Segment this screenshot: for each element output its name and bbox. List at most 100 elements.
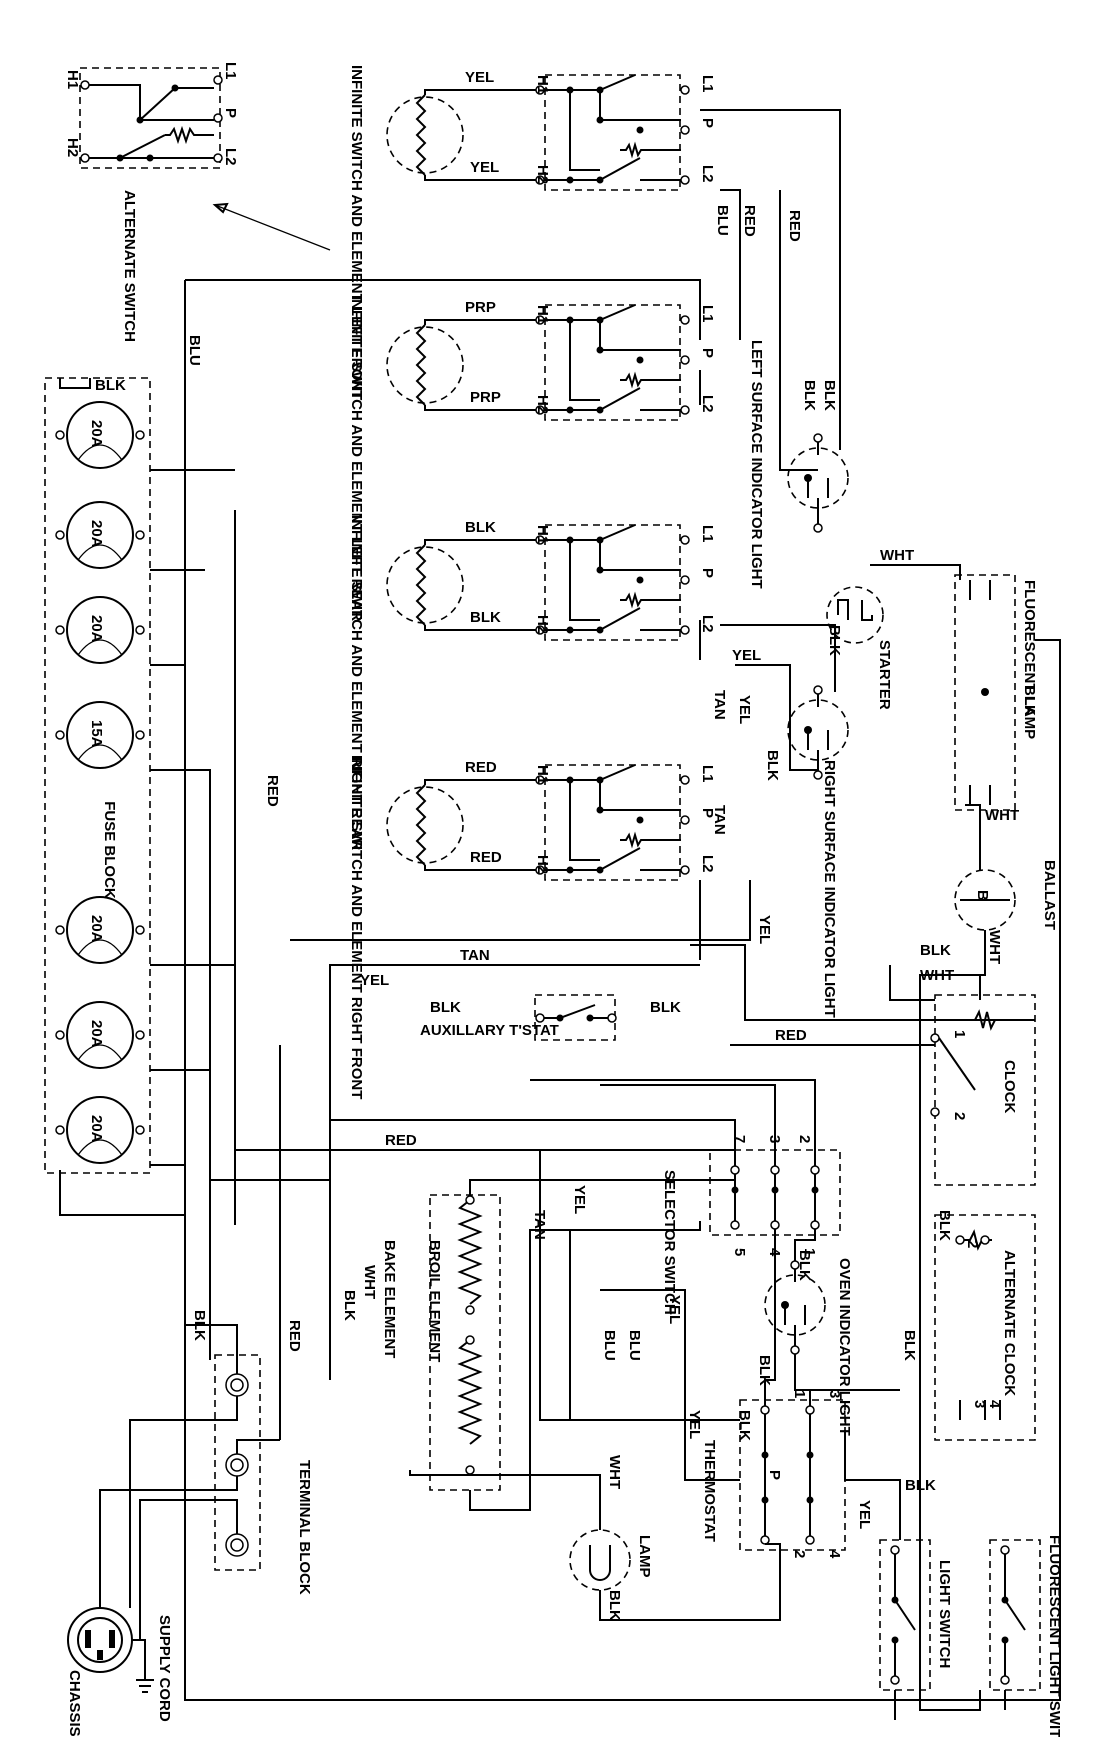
switch-wire-label: RED [465,759,497,776]
clock-t2: 2 [951,1112,968,1120]
right-indicator-title: RIGHT SURFACE INDICATOR LIGHT [821,760,838,1018]
switch-wire-label: YEL [465,69,494,86]
wire-label-tan-2: TAN [711,805,728,835]
fluorescent-lamp-assembly: STARTER FLUORESCENT LAMP B BALLAST [826,574,1058,931]
alternate-switch-title: ALTERNATE SWITCH [121,190,138,342]
wire-label-tan-3: TAN [460,947,490,964]
wire-label-blu-1: BLU [186,335,203,366]
fluorescent-lamp-label: FLUORESCENT LAMP [1021,580,1038,739]
wire-label-blk-5: BLK [1021,685,1038,716]
wire-label-red-3: RED [775,1027,807,1044]
alt-l1: L1 [222,62,239,80]
switch-wire-label: YEL [470,159,499,176]
wire-label-wht-1: WHT [880,547,914,564]
wire-label-blk-4: BLK [826,625,843,656]
wire-label-blk-14: BLK [901,1330,918,1361]
fluorescent-light-switch: FLUORESCENT LIGHT SWITCH [989,1535,1063,1737]
wire-label-yel-2: YEL [736,695,753,724]
tstat-t4: 4 [826,1550,843,1559]
wire-label-wht-3: WHT [986,930,1003,964]
wire-label-wht-5: WHT [361,1265,378,1299]
left-surface-indicator-light: LEFT SURFACE INDICATOR LIGHT [748,340,849,589]
bake-element-label: BAKE ELEMENT [381,1240,398,1358]
fuse-7: 20A [55,1096,145,1164]
switch-title: INFINITE SWITCH AND ELEMENT LEFT FRONT [348,65,365,400]
wire-label-tan-1: TAN [711,690,728,720]
switch-terminal-l1: L1 [699,305,716,323]
wire-label-blk-15: BLK [936,1210,953,1241]
wire-label-red-1: RED [741,205,758,237]
wire-label-blk-10: BLK [341,1290,358,1321]
switch-title: INFINITE SWITCH AND ELEMENT RIGHT FRONT [348,755,365,1099]
aux-tstat-label: AUXILLARY T'STAT [420,1022,559,1039]
alt-clock-t4: 4 [986,1400,1003,1409]
light-switch-label: LIGHT SWITCH [936,1560,953,1668]
fuse-rating: 20A [88,420,105,448]
fuse-rating: 20A [88,915,105,943]
tstat-t2: 2 [791,1550,808,1558]
clock: 1 2 CLOCK [930,994,1036,1186]
auxillary-tstat: AUXILLARY T'STAT [420,994,617,1041]
fuse-rating: 20A [88,1115,105,1143]
wire-labels: BLK BLU BLU RED RED BLK BLK WHT BLK BLK … [95,205,1038,1621]
wire-label-red-6: RED [286,1320,303,1352]
wire-label-yel-6: YEL [666,1295,683,1324]
wire-label-yel-8: YEL [856,1500,873,1529]
wire-label-blk-8: BLK [430,999,461,1016]
clock-title: CLOCK [1001,1060,1018,1113]
tstat-t1: 1 [791,1390,808,1398]
left-indicator-title: LEFT SURFACE INDICATOR LIGHT [748,340,765,589]
wire-label-blu-3: BLU [601,1330,618,1361]
switch-terminal-h1: H1 [534,305,551,324]
fuse-rating: 20A [88,520,105,548]
wire-label-yel-4: YEL [360,972,389,989]
alt-l2: L2 [222,148,239,166]
wire-label-red-2: RED [786,210,803,242]
switch-terminal-h1: H1 [534,765,551,784]
alt-h2: H2 [64,138,81,157]
wiring [59,109,1061,1720]
wire-label-blu-4: BLU [626,1330,643,1361]
alternate-clock: 2 3 4 ALTERNATE CLOCK [934,1214,1036,1441]
wire-label-wht-2: WHT [985,807,1019,824]
switch-terminal-h2: H2 [534,165,551,184]
wire-label-blk-7: BLK [920,942,951,959]
fuse-block-label: FUSE BLOCK [101,801,118,899]
alt-p: P [222,108,239,118]
switch-terminal-p: P [699,348,716,358]
switch-wire-label: BLK [470,609,501,626]
switch-terminal-l2: L2 [699,395,716,413]
fuse-6: 20A [55,1001,145,1069]
oven-indicator-light: OVEN INDICATOR LIGHT [764,1258,853,1436]
fuse-5: 20A [55,896,145,964]
thermostat-title: THERMOSTAT [701,1440,718,1542]
wire-label-yel-1: YEL [732,647,761,664]
fluorescent-switch-label: FLUORESCENT LIGHT SWITCH [1046,1535,1063,1737]
switch-terminal-l1: L1 [699,765,716,783]
switch-terminal-p: P [699,808,716,818]
switch-title: INFINITE SWITCH AND ELEMENT RIGHT REAR [348,515,365,850]
wire-label-blk-17: BLK [606,1590,623,1621]
fuse-2: 20A [55,501,145,569]
sel-t1: 1 [801,1248,818,1256]
oven-indicator-title: OVEN INDICATOR LIGHT [836,1258,853,1436]
switch-terminal-h2: H2 [534,615,551,634]
starter-label: STARTER [876,640,893,710]
switch-terminal-p: P [699,118,716,128]
switch-terminal-l1: L1 [699,525,716,543]
alt-clock-t3: 3 [971,1400,988,1408]
fuse-rating: 20A [88,615,105,643]
sel-t7: 7 [731,1135,748,1143]
wire-label-blk-16: BLK [905,1477,936,1494]
tstat-t3: 3 [826,1390,843,1398]
switch-terminal-l1: L1 [699,75,716,93]
right-surface-indicator-light: RIGHT SURFACE INDICATOR LIGHT [787,685,849,1018]
wire-label-blk-13: BLK [756,1355,773,1386]
supply-cord-plug: SUPPLY CORD CHASSIS GROUND [66,1607,173,1737]
switch-title: INFINITE SWITCH AND ELEMENT LEFT REAR [348,295,365,621]
wire-label-yel-7: YEL [686,1410,703,1439]
